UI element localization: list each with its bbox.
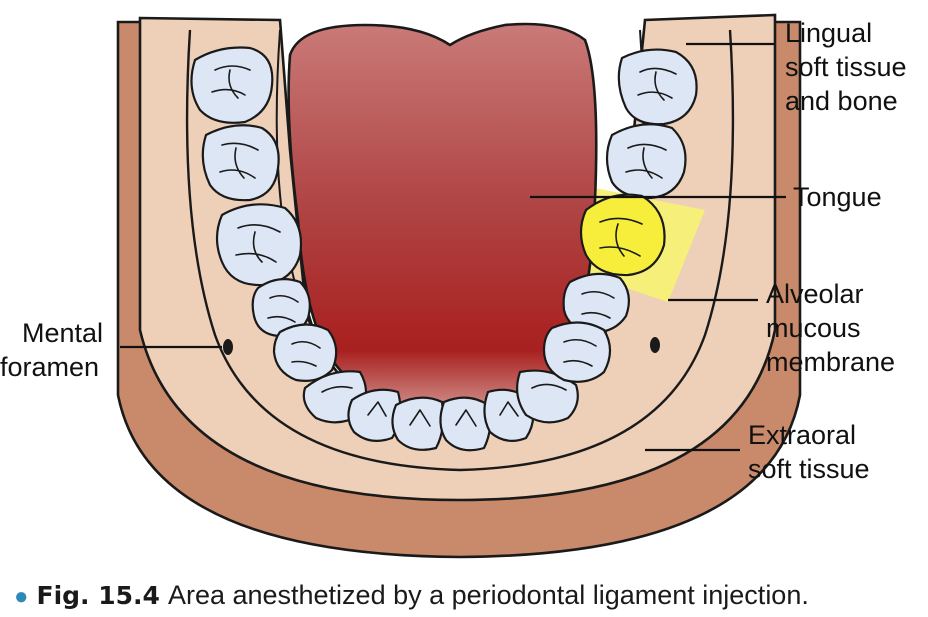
- label-mental: Mental foramen: [0, 318, 111, 382]
- mental-foramen-left: [223, 339, 233, 355]
- label-lingual: Lingual soft tissue and bone: [785, 18, 914, 116]
- caption-text: Area anesthetized by a periodontal ligam…: [167, 580, 809, 610]
- label-alveolar: Alveolar mucous membrane: [766, 279, 895, 377]
- bullet-icon: ●: [14, 583, 29, 610]
- teeth-left: [190, 46, 338, 382]
- gum-line: [185, 29, 735, 472]
- mental-foramen-right: [650, 337, 660, 353]
- teeth-front: [302, 369, 579, 452]
- label-tongue: Tongue: [793, 182, 882, 212]
- label-extraoral: Extraoral soft tissue: [748, 420, 870, 484]
- figure-number: Fig. 15.4: [36, 581, 160, 610]
- teeth-right: [542, 48, 698, 383]
